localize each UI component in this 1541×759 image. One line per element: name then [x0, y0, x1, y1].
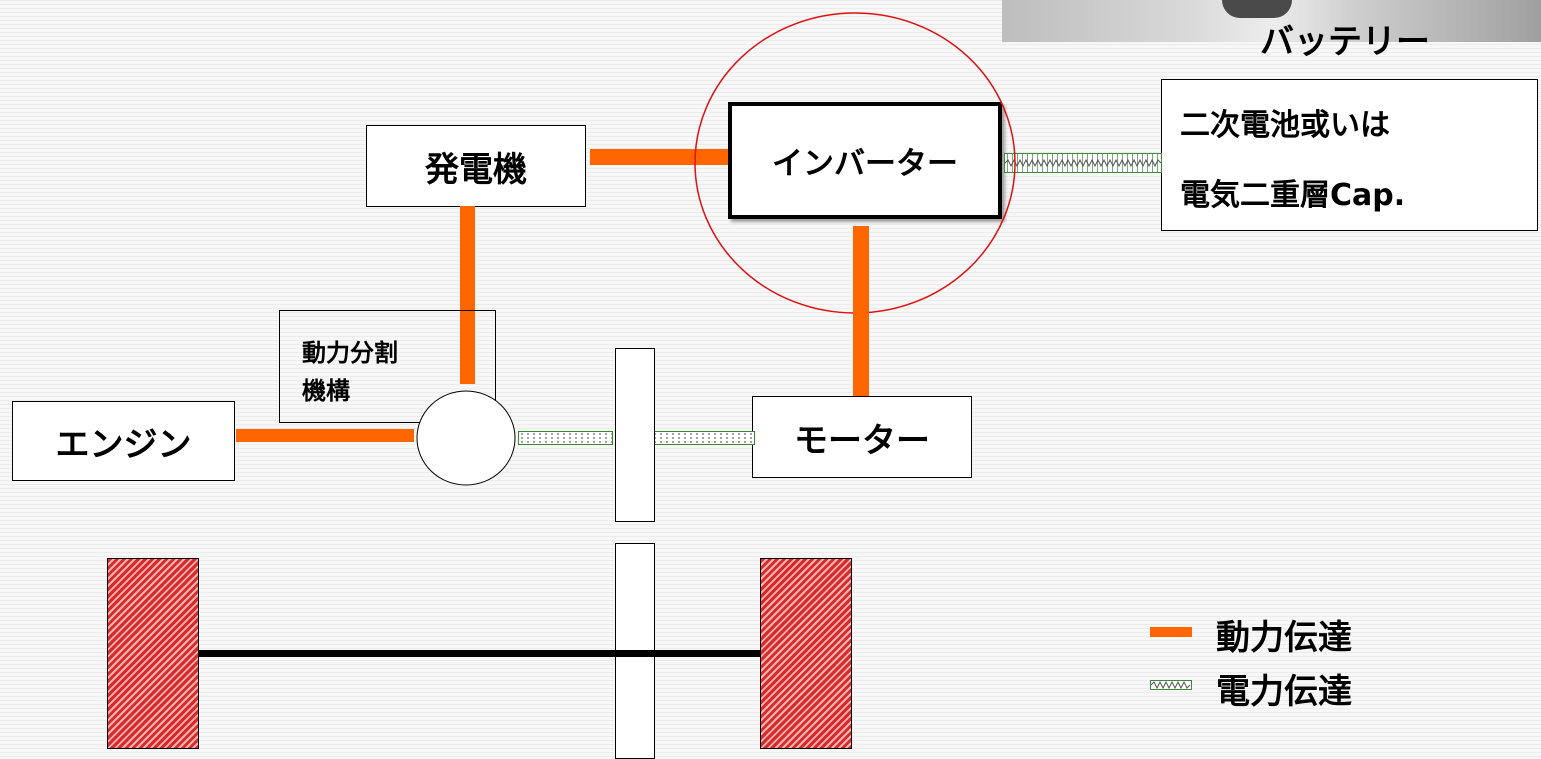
- inverter-label: インバーター: [772, 146, 958, 182]
- engine-label: エンジン: [55, 424, 192, 465]
- battery-line1: 二次電池或いは: [1180, 108, 1390, 143]
- reduction-gear-upper: [615, 348, 655, 522]
- inverter-box: インバーター: [728, 102, 1002, 219]
- generator-box: 発電機: [366, 125, 586, 207]
- right-wheel: [760, 558, 852, 749]
- motor-box: モーター: [752, 396, 972, 478]
- split-gear-shaft-link: [518, 431, 613, 445]
- legend-zigzag: [1151, 681, 1191, 689]
- power-split-line1: 動力分割: [302, 339, 398, 367]
- inverter-motor-link: [853, 226, 869, 396]
- generator-label: 発電機: [425, 149, 527, 190]
- legend: 動力伝達 電力伝達: [1150, 600, 1450, 730]
- generator-split-link: [460, 206, 475, 384]
- gear-motor-shaft-link: [651, 431, 755, 445]
- left-wheel: [107, 558, 199, 749]
- engine-box: エンジン: [12, 401, 235, 481]
- legend-mechanical-swatch: [1150, 627, 1192, 637]
- generator-inverter-link: [590, 149, 728, 165]
- drive-axle: [198, 650, 760, 657]
- engine-split-link: [236, 429, 414, 442]
- battery-line2: 電気二重層Cap.: [1180, 178, 1406, 213]
- power-split-gear: [416, 390, 516, 486]
- legend-electrical-label: 電力伝達: [1216, 672, 1352, 712]
- battery-photo-shadow: [1222, 0, 1292, 18]
- power-split-box: 動力分割 機構: [279, 310, 496, 423]
- inverter-battery-link: [1004, 153, 1162, 173]
- motor-label: モーター: [794, 420, 930, 461]
- power-split-line2: 機構: [302, 377, 350, 405]
- legend-electrical-swatch: [1150, 680, 1192, 690]
- legend-mechanical-label: 動力伝達: [1216, 618, 1352, 658]
- zigzag-pattern: [1005, 158, 1161, 168]
- battery-box: 二次電池或いは 電気二重層Cap.: [1161, 79, 1538, 231]
- battery-photo: [1002, 0, 1541, 42]
- battery-title: バッテリー: [1260, 22, 1430, 62]
